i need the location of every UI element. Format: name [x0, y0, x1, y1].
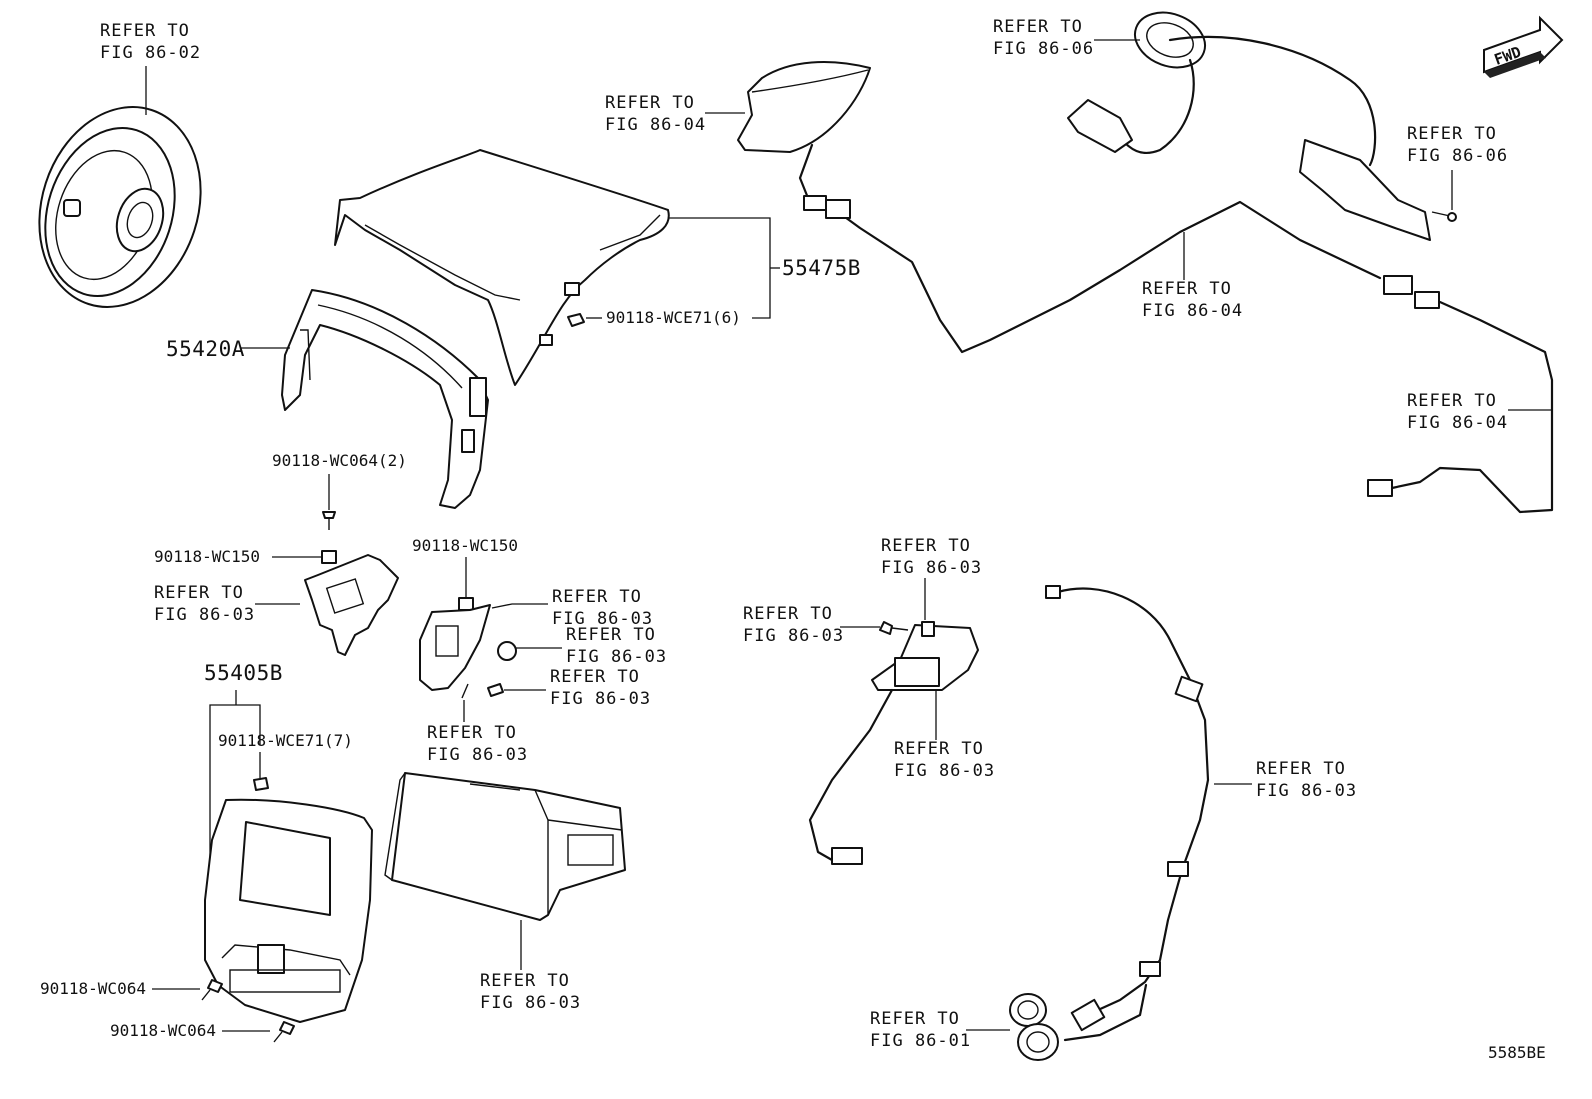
part-wc064-2-label: 90118-WC064(2) [272, 451, 407, 470]
antenna-cable-right-callout-line2: FIG 86-04 [1407, 413, 1508, 433]
part-55405B-label: 55405B [204, 661, 283, 685]
usb-cable-clip-icon [1045, 585, 1204, 1032]
part-wce71-6-label: 90118-WCE71(6) [606, 308, 741, 327]
part-wc064-b-label: 90118-WC064 [110, 1021, 216, 1040]
display-unit-drawing [384, 772, 626, 921]
mic-cable [1120, 35, 1377, 167]
module-box-callout-line1: REFER TO [894, 739, 984, 759]
antenna-cable-mid-callout-line2: FIG 86-04 [1142, 301, 1243, 321]
top-cover-drawing [334, 149, 670, 386]
cable-top-right-callout-line1: REFER TO [1407, 124, 1497, 144]
usb-port-callout-line1: REFER TO [870, 1009, 960, 1029]
bracket-right-screw-callout-line1: REFER TO [427, 723, 517, 743]
part-wc064-a-label: 90118-WC064 [40, 979, 146, 998]
part-wc150-right-label: 90118-WC150 [412, 536, 518, 555]
part-wce71-7-label: 90118-WCE71(7) [218, 731, 353, 750]
cable-top-left-callout-line1: REFER TO [993, 17, 1083, 37]
screw-wc064-icon [322, 511, 336, 530]
module-screw-callout-line1: REFER TO [743, 604, 833, 624]
nut-icon [497, 641, 517, 661]
antenna-callout-line1: REFER TO [605, 93, 695, 113]
bracket-right-nut-callout-line2: FIG 86-03 [566, 647, 667, 667]
module-screw-icon [879, 621, 909, 635]
usb-port-callout-line2: FIG 86-01 [870, 1031, 971, 1051]
bracket-left-callout-line1: REFER TO [154, 583, 244, 603]
antenna-drawing [737, 61, 871, 153]
small-screw-icon [461, 683, 469, 699]
cable-top-right-callout-line2: FIG 86-06 [1407, 146, 1508, 166]
bezel-drawing [281, 289, 489, 509]
bracket-right-clip-callout-line1: REFER TO [552, 587, 642, 607]
module-box-callout-line2: FIG 86-03 [894, 761, 995, 781]
antenna-cable-mid-callout-line1: REFER TO [1142, 279, 1232, 299]
module-cable [808, 688, 894, 862]
usb-cable [1056, 587, 1210, 1042]
bracket-right-clip2-callout-line1: REFER TO [550, 667, 640, 687]
part-55420A-label: 55420A [166, 337, 245, 361]
module-top-callout-line1: REFER TO [881, 536, 971, 556]
bracket-right-clip-callout-line2: FIG 86-03 [552, 609, 653, 629]
module-bracket-drawing [871, 621, 979, 691]
antenna-cable-right-callout-line1: REFER TO [1407, 391, 1497, 411]
p55475B-bracket-line [668, 217, 771, 319]
clip-wce71-icon [567, 313, 585, 327]
module-top-callout-line2: FIG 86-03 [881, 558, 982, 578]
screw-wc064-b-icon [273, 1021, 295, 1043]
screw-wc064-a-icon [201, 979, 223, 1001]
antenna-cable [798, 143, 1554, 514]
speaker-drawing [38, 106, 202, 308]
p55405B-bracket-line [209, 704, 261, 860]
screw-top-right-icon [1431, 211, 1457, 222]
cable-top-left-callout-line2: FIG 86-06 [993, 39, 1094, 59]
usb-port-icon [1009, 993, 1059, 1061]
lower-panel-drawing [204, 798, 373, 1023]
mic-box-drawing [1067, 99, 1431, 241]
bracket-right-screw-callout-line2: FIG 86-03 [427, 745, 528, 765]
left-bracket-drawing [304, 550, 399, 656]
part-wc150-left-label: 90118-WC150 [154, 547, 260, 566]
right-bracket-drawing [419, 597, 491, 691]
speaker-callout-line2: FIG 86-02 [100, 43, 201, 63]
diagram-code: 5585BE [1488, 1043, 1546, 1062]
bracket-left-callout-line2: FIG 86-03 [154, 605, 255, 625]
clip-icon [487, 683, 504, 697]
fwd-badge: FWD [1483, 15, 1564, 78]
usb-cable-callout-line2: FIG 86-03 [1256, 781, 1357, 801]
bracket-right-clip2-callout-line2: FIG 86-03 [550, 689, 651, 709]
display-unit-callout-line1: REFER TO [480, 971, 570, 991]
antenna-callout-line2: FIG 86-04 [605, 115, 706, 135]
bracket-right-nut-callout-line1: REFER TO [566, 625, 656, 645]
display-unit-callout-line2: FIG 86-03 [480, 993, 581, 1013]
antenna-connector-icon [803, 195, 1440, 497]
speaker-callout-line1: REFER TO [100, 21, 190, 41]
usb-cable-callout-line1: REFER TO [1256, 759, 1346, 779]
part-55475B-label: 55475B [782, 256, 861, 280]
module-connector-icon [831, 847, 863, 865]
module-screw-callout-line2: FIG 86-03 [743, 626, 844, 646]
clip-wce71-7-icon [253, 777, 269, 791]
